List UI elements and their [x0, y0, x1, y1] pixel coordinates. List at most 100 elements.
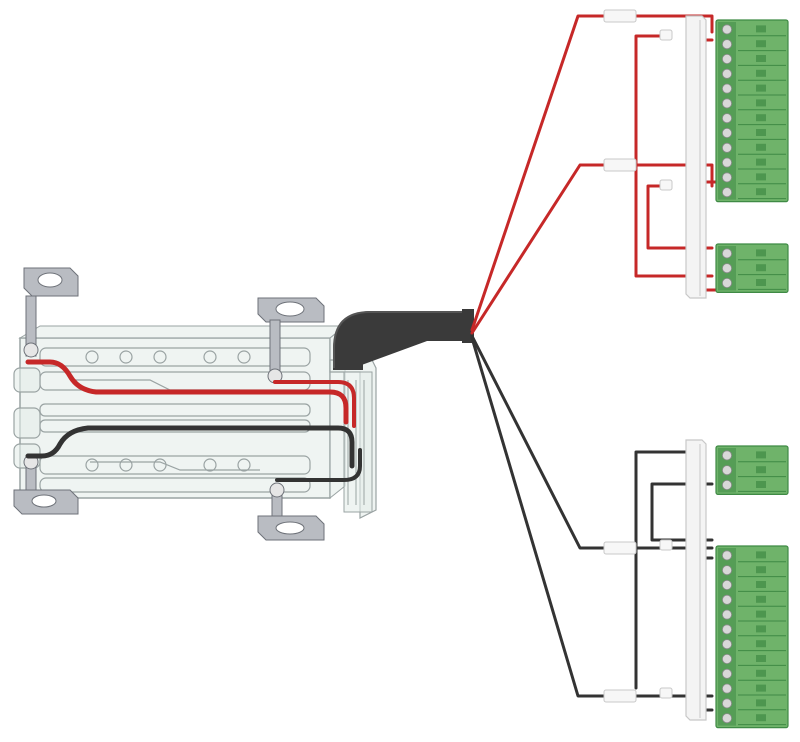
terminal-screw — [722, 142, 733, 153]
red-wire-1 — [470, 14, 607, 332]
terminal-screw — [722, 654, 733, 665]
terminal-tab — [756, 158, 766, 166]
terminal-screw — [722, 98, 733, 109]
terminal-screw — [722, 83, 733, 94]
terminal-screw — [722, 550, 733, 561]
red-wire-6 — [646, 184, 714, 250]
terminal-screw — [722, 187, 733, 198]
busbar-board — [13, 324, 347, 500]
terminal-screw — [722, 127, 733, 138]
terminal-screw — [722, 479, 733, 490]
board-red-wire — [25, 359, 349, 425]
terminal-screw — [722, 157, 733, 168]
terminal-tab — [756, 581, 766, 588]
terminal-tab — [756, 655, 766, 662]
black-wire-6 — [650, 482, 714, 542]
terminal-tab — [756, 625, 766, 633]
main-cable — [333, 309, 474, 370]
terminal-screw — [722, 248, 733, 259]
red-wire-3 — [634, 14, 714, 34]
rail-top — [685, 15, 707, 299]
terminal-tab — [756, 699, 766, 707]
terminal-block-face — [718, 22, 736, 200]
terminal-tab — [756, 129, 766, 136]
black-wire-5 — [634, 450, 702, 690]
cable-end-bracket — [329, 359, 377, 519]
terminal-tab — [756, 610, 766, 618]
terminal-tab — [756, 264, 766, 272]
terminal-screw — [722, 24, 733, 35]
board-screws — [85, 350, 251, 472]
terminal-tab — [756, 84, 766, 92]
terminal-screw — [722, 39, 733, 50]
terminal-tab — [756, 99, 766, 107]
board-side-clips — [13, 367, 41, 469]
terminal-screw — [722, 277, 733, 288]
terminal-tab — [756, 114, 766, 122]
terminal-tab — [756, 669, 766, 677]
terminal-screw — [722, 713, 733, 724]
red-wire-4 — [634, 163, 714, 188]
bracket-top-right — [257, 297, 325, 384]
terminal-tab — [756, 481, 766, 488]
terminal-tab — [756, 279, 766, 286]
terminal-blocks — [715, 19, 789, 729]
terminal-screw — [722, 580, 733, 591]
terminal-tab — [756, 684, 766, 692]
board-black-wire-2 — [275, 448, 362, 482]
din-rails — [685, 15, 707, 721]
bracket-top-left — [23, 267, 79, 358]
terminal-block-face — [718, 548, 736, 726]
terminal-tab — [756, 249, 766, 257]
terminal-block-black-12p — [715, 545, 789, 729]
bracket-bottom-right — [257, 482, 325, 541]
board-black-wire — [25, 425, 355, 469]
wire-sleeves — [603, 9, 673, 703]
terminal-screw — [722, 624, 733, 635]
terminal-screw — [722, 54, 733, 65]
terminal-block-red-12p — [715, 19, 789, 203]
red-wire-5 — [634, 34, 714, 278]
terminal-tab — [756, 714, 766, 722]
terminal-screw — [722, 565, 733, 576]
terminal-screw — [722, 594, 733, 605]
terminal-screw — [722, 450, 733, 461]
terminal-screw — [722, 698, 733, 709]
terminal-tab — [756, 595, 766, 603]
terminal-screw — [722, 172, 733, 183]
terminal-screw — [722, 609, 733, 620]
mounting-brackets — [13, 267, 325, 541]
terminal-screw — [722, 639, 733, 650]
fanout-wires — [470, 14, 718, 712]
terminal-tab — [756, 566, 766, 574]
terminal-tab — [756, 551, 766, 559]
terminal-tab — [756, 69, 766, 77]
terminal-screw — [722, 465, 733, 476]
terminal-screw — [722, 668, 733, 679]
terminal-tab — [756, 40, 766, 48]
red-wire-2 — [470, 163, 607, 335]
terminal-tab — [756, 173, 766, 181]
terminal-tab — [756, 25, 766, 33]
terminal-tab — [756, 451, 766, 459]
black-wire-1 — [470, 334, 607, 550]
board-wires — [25, 359, 362, 482]
bracket-bottom-left — [13, 454, 79, 515]
terminal-screw — [722, 683, 733, 694]
terminal-tab — [756, 640, 766, 648]
board-top-edge — [18, 325, 347, 339]
terminal-block-black-3p — [715, 445, 789, 496]
terminal-block-red-3p — [715, 243, 789, 294]
terminal-tab — [756, 188, 766, 196]
rail-bottom — [685, 439, 707, 721]
terminal-screw — [722, 68, 733, 79]
terminal-tab — [756, 466, 766, 474]
terminal-screw — [722, 263, 733, 274]
board-red-wire-2 — [273, 380, 356, 428]
terminal-tab — [756, 55, 766, 62]
black-wire-2 — [470, 336, 607, 698]
terminal-screw — [722, 113, 733, 124]
terminal-tab — [756, 143, 766, 151]
